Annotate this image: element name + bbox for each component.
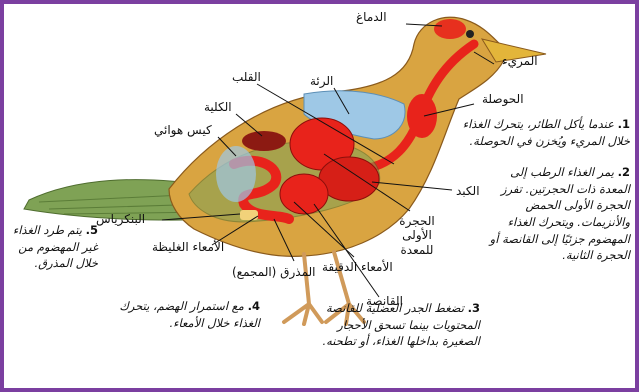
label-heart: القلب [232,70,261,84]
step-1: 1. عندما يأكل الطائر، يتحرك الغذاء خلال … [440,116,630,149]
label-kidney: الكلية [204,100,232,114]
step-4-number: 4. [248,299,260,313]
step-2-text: يمر الغذاء الرطب إلى المعدة ذات الحجرتين… [490,165,630,262]
label-liver: الكبد [456,184,480,198]
label-large-intestine: الأمعاء الغليظة [152,240,224,254]
crop-shape [407,94,437,138]
step-3: 3. تضغط الجدر العضلية للقانصة المحتويات … [322,300,480,350]
label-crop: الحوصلة [482,92,524,106]
bird-eye [466,30,474,38]
pancreas-shape [240,210,258,220]
label-cloaca: المذرق (المجمع) [232,265,316,279]
step-5: 5. يتم طرد الغذاء غير المهضوم من خلال ال… [10,222,98,272]
kidney-shape [242,131,286,151]
label-esophagus: المريء [502,54,538,68]
step-1-number: 1. [618,117,630,131]
label-pancreas: البنكرياس [96,212,145,226]
label-proventriculus: الحجرة الأولى للمعدة [387,214,447,257]
step-4-text: مع استمرار الهضم، يتحرك الغذاء خلال الأم… [119,299,260,330]
step-3-text: تضغط الجدر العضلية للقانصة المحتويات بين… [322,301,480,348]
step-2: 2. يمر الغذاء الرطب إلى المعدة ذات الحجر… [482,164,630,264]
step-2-number: 2. [618,165,630,179]
label-small-intestine: الأمعاء الدقيقة [322,260,393,274]
step-1-text: عندما يأكل الطائر، يتحرك الغذاء خلال الم… [463,117,630,148]
step-3-number: 3. [468,301,480,315]
step-5-number: 5. [86,223,98,237]
label-lung: الرئة [310,74,333,88]
step-4: 4. مع استمرار الهضم، يتحرك الغذاء خلال ا… [98,298,260,331]
air-sac-shape [216,146,256,202]
brain-shape [434,19,466,39]
gizzard-shape [280,174,328,214]
label-brain: الدماغ [356,10,387,24]
label-air-sac: كيس هوائي [154,123,212,137]
